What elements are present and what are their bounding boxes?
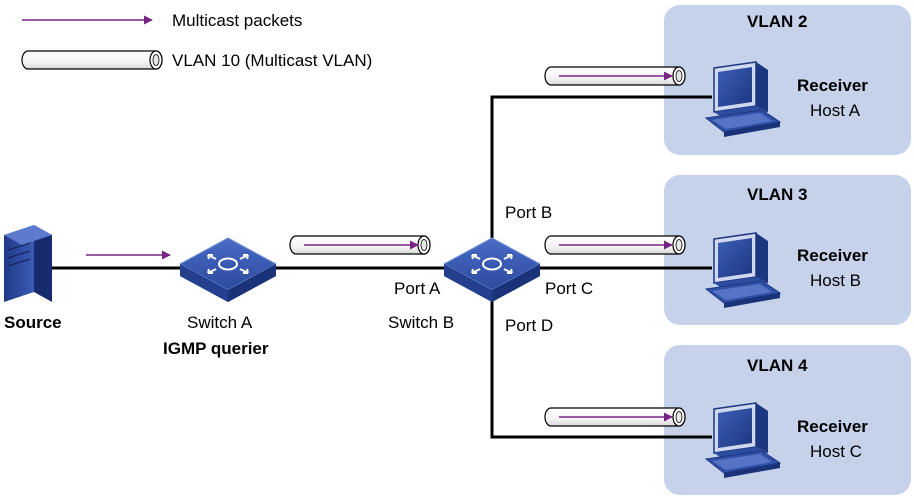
host-c-role: Receiver bbox=[797, 417, 868, 436]
switch-a-name: Switch A bbox=[187, 313, 253, 332]
port-c-label: Port C bbox=[545, 279, 594, 298]
legend-arrow-label: Multicast packets bbox=[172, 11, 303, 30]
tunnel-vlan3 bbox=[544, 235, 686, 255]
legend-tunnel-icon bbox=[21, 50, 163, 70]
host-b-name: Host B bbox=[810, 271, 862, 290]
tunnel-switch-a-b bbox=[289, 235, 431, 255]
switch-b-icon bbox=[443, 237, 541, 303]
port-d-label: Port D bbox=[505, 316, 554, 335]
legend-tunnel-label: VLAN 10 (Multicast VLAN) bbox=[172, 51, 373, 70]
vlan4-label: VLAN 4 bbox=[747, 356, 808, 375]
source-server-icon bbox=[4, 225, 52, 302]
port-b-label: Port B bbox=[505, 203, 553, 222]
tunnel-vlan4 bbox=[544, 407, 686, 427]
vlan2-label: VLAN 2 bbox=[747, 12, 808, 31]
switch-a-icon bbox=[179, 237, 277, 303]
host-a-role: Receiver bbox=[797, 76, 868, 95]
switch-a-role: IGMP querier bbox=[163, 339, 269, 358]
host-c-name: Host C bbox=[810, 442, 862, 461]
source-label: Source bbox=[4, 313, 62, 332]
host-b-role: Receiver bbox=[797, 246, 868, 265]
port-a-label: Port A bbox=[394, 279, 441, 298]
network-links bbox=[52, 95, 712, 439]
tunnel-vlan2 bbox=[544, 66, 686, 86]
host-a-name: Host A bbox=[810, 101, 861, 120]
switch-b-name: Switch B bbox=[388, 313, 455, 332]
vlan3-label: VLAN 3 bbox=[747, 185, 808, 204]
